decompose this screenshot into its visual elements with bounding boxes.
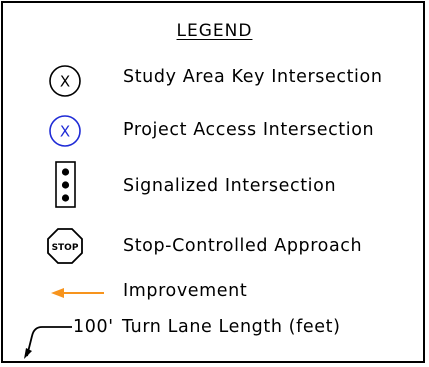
circle-x-black-glyph: X <box>60 73 70 91</box>
traffic-signal-icon <box>55 161 76 208</box>
circle-x-blue-icon: X <box>49 115 81 147</box>
legend-label-signalized: Signalized Intersection <box>123 176 337 196</box>
legend-box <box>1 1 425 363</box>
legend-label-project-access: Project Access Intersection <box>123 120 375 140</box>
circle-x-blue-glyph: X <box>60 123 70 141</box>
turn-lane-length-value: 100' <box>73 317 114 337</box>
stop-sign-text: STOP <box>52 243 79 253</box>
legend-label-stop-controlled: Stop-Controlled Approach <box>123 236 363 256</box>
legend-label-improvement: Improvement <box>123 281 248 301</box>
turn-lane-arrow-icon <box>24 326 72 359</box>
stop-sign-icon: STOP <box>47 228 83 264</box>
circle-x-black-icon: X <box>49 65 81 97</box>
orange-arrow-icon <box>51 288 104 298</box>
legend-title: LEGEND <box>176 21 253 41</box>
legend-label-study-area: Study Area Key Intersection <box>123 67 383 87</box>
legend-label-turn-lane: Turn Lane Length (feet) <box>122 317 341 337</box>
